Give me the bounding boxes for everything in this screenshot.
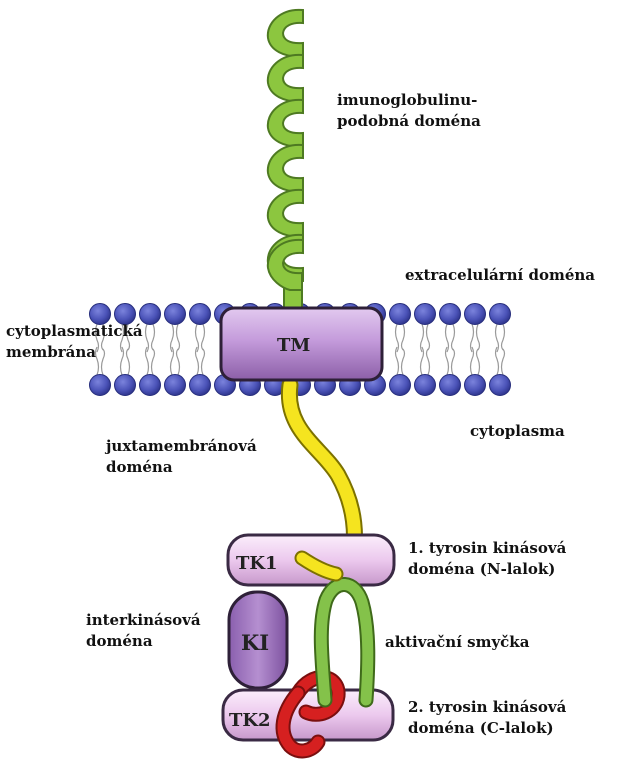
lipid-tail — [202, 349, 205, 375]
lipid-tail — [427, 324, 430, 350]
lipid-tail — [402, 324, 405, 350]
lipid-tail — [202, 324, 205, 350]
ig-segment — [268, 10, 303, 56]
lipid-head — [140, 375, 161, 396]
lipid-tail — [152, 324, 155, 350]
lipid-head — [465, 304, 486, 325]
ig-domain-label: imunoglobulinu- podobná doména — [337, 90, 481, 132]
membrane-label: cytoplasmatická membrána — [6, 321, 143, 363]
lipid-head — [190, 304, 211, 325]
lipid-head — [165, 304, 186, 325]
ig-domain-label-line1: imunoglobulinu- — [337, 90, 481, 111]
lipid-tail — [177, 349, 180, 375]
lipid-head — [190, 375, 211, 396]
ig-segment — [268, 55, 303, 101]
lipid-head — [115, 375, 136, 396]
lipid-tail — [427, 349, 430, 375]
tk1-domain-label-line1: 1. tyrosin kinásová — [408, 538, 566, 559]
lipid-tail — [477, 324, 480, 350]
tk1-domain-label: 1. tyrosin kinásová doména (N-lalok) — [408, 538, 566, 580]
tk2-domain-label-line1: 2. tyrosin kinásová — [408, 697, 566, 718]
lipid-head — [390, 375, 411, 396]
lipid-head — [440, 304, 461, 325]
tk2-box-label: TK2 — [229, 710, 271, 731]
interkinase-label: interkinásová doména — [86, 610, 201, 652]
lipid-head — [415, 304, 436, 325]
immunoglobulin-like-domain — [268, 10, 303, 312]
tm-box-label: TM — [277, 335, 310, 356]
lipid-head — [465, 375, 486, 396]
lipid-head — [90, 375, 111, 396]
extracellular-label: extracelulární doména — [405, 265, 595, 286]
lipid-tail — [152, 349, 155, 375]
ki-box-label: KI — [241, 630, 269, 655]
ig-segment — [268, 145, 303, 191]
tk2-domain-label: 2. tyrosin kinásová doména (C-lalok) — [408, 697, 566, 739]
lipid-head — [165, 375, 186, 396]
lipid-tail — [502, 349, 505, 375]
juxtamembrane-label: juxtamembránová doména — [106, 436, 257, 478]
interkinase-label-line2: doména — [86, 631, 201, 652]
membrane-label-line1: cytoplasmatická — [6, 321, 143, 342]
lipid-head — [390, 304, 411, 325]
lipid-tail — [452, 349, 455, 375]
lipid-tail — [177, 324, 180, 350]
lipid-head — [440, 375, 461, 396]
ki-box: KI — [229, 592, 287, 688]
interkinase-label-line1: interkinásová — [86, 610, 201, 631]
lipid-tail — [502, 324, 505, 350]
lipid-tail — [477, 349, 480, 375]
lipid-tail — [452, 324, 455, 350]
lipid-tail — [402, 349, 405, 375]
tm-box: TM — [221, 308, 382, 380]
membrane-label-line2: membrána — [6, 342, 143, 363]
tk2-domain-label-line2: doména (C-lalok) — [408, 718, 566, 739]
ig-segment — [268, 100, 303, 146]
tk1-box-label: TK1 — [236, 553, 278, 574]
tk1-domain-label-line2: doména (N-lalok) — [408, 559, 566, 580]
cytoplasm-label: cytoplasma — [470, 421, 565, 442]
lipid-head — [490, 304, 511, 325]
juxtamembrane-label-line1: juxtamembránová — [106, 436, 257, 457]
ig-domain-label-line2: podobná doména — [337, 111, 481, 132]
lipid-head — [415, 375, 436, 396]
activation-loop-label: aktivační smyčka — [385, 632, 529, 653]
juxtamembrane-label-line2: doména — [106, 457, 257, 478]
lipid-head — [490, 375, 511, 396]
ig-segment — [268, 190, 303, 236]
